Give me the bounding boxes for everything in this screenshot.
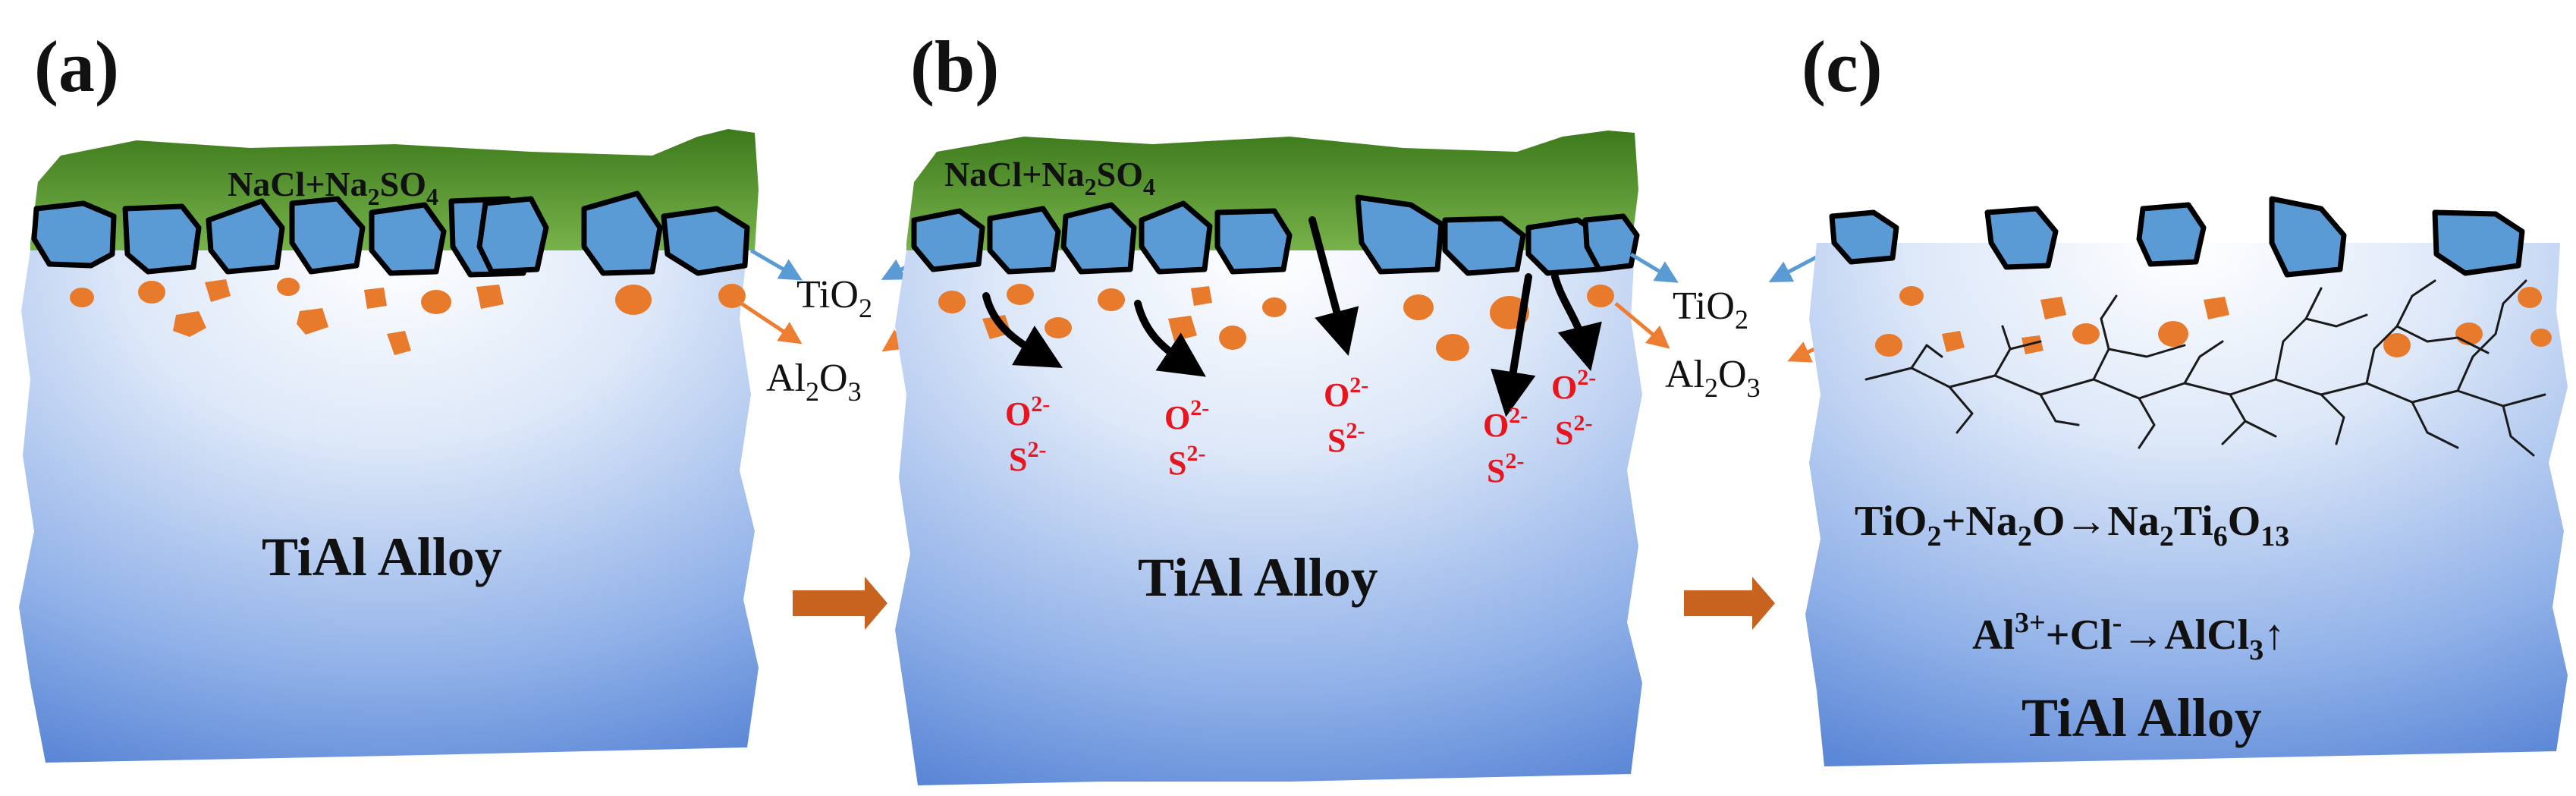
step-arrow-2 bbox=[1684, 577, 1775, 630]
al2o3-label-right: Al2O3 bbox=[1665, 353, 1761, 403]
alloy-label-c: TiAl Alloy bbox=[2022, 687, 2262, 748]
ion-s-3: S2- bbox=[1327, 418, 1365, 459]
al2o3-grains-b bbox=[938, 284, 1614, 361]
al2o3-pointer-a bbox=[734, 297, 803, 345]
alloy-substrate-a bbox=[19, 250, 759, 763]
tio2-pointer-c-left bbox=[1629, 252, 1679, 283]
ion-s-4: S2- bbox=[1487, 448, 1524, 489]
equation-2: Al3++Cl-→AlCl3↑ bbox=[1972, 607, 2285, 666]
tio2-grains-c bbox=[1829, 196, 2525, 278]
ion-s-5: S2- bbox=[1555, 411, 1592, 451]
cracks-c bbox=[1864, 279, 2546, 457]
tio2-grains-b bbox=[911, 194, 1640, 276]
tio2-label-left: TiO2 bbox=[796, 273, 872, 323]
al2o3-grains-a bbox=[70, 278, 746, 355]
tio2-label-right: TiO2 bbox=[1673, 285, 1748, 335]
al2o3-pointer-c-left bbox=[1614, 302, 1670, 349]
salt-label-a: NaCl+Na2SO4 bbox=[228, 165, 438, 210]
ion-o-3: O2- bbox=[1324, 373, 1368, 414]
ion-o-4: O2- bbox=[1483, 403, 1528, 444]
equation-1: TiO2+Na2O→Na2Ti6O13 bbox=[1855, 498, 2289, 552]
alloy-substrate-b bbox=[895, 250, 1642, 785]
alloy-label-a: TiAl Alloy bbox=[262, 527, 502, 587]
ion-o-1: O2- bbox=[1005, 392, 1050, 433]
panel-label-a: (a) bbox=[34, 26, 119, 107]
salt-label-b: NaCl+Na2SO4 bbox=[944, 155, 1155, 200]
panel-c: TiO2+Na2O→Na2Ti6O13 Al3++Cl-→AlCl3↑ (c) … bbox=[1802, 26, 2568, 766]
panel-a: NaCl+Na2SO4 (a) TiAl Alloy bbox=[19, 26, 759, 763]
ions-b: O2- S2- O2- S2- O2- S2- O2- S2- O2- S2- bbox=[1005, 365, 1596, 489]
ion-s-1: S2- bbox=[1009, 437, 1046, 478]
panel-b: O2- S2- O2- S2- O2- S2- O2- S2- O2- S2- … bbox=[895, 26, 1642, 785]
diffusion-arrows-b bbox=[982, 216, 1602, 417]
alloy-label-b: TiAl Alloy bbox=[1138, 547, 1378, 608]
al2o3-label-left: Al2O3 bbox=[766, 357, 862, 407]
panel-label-c: (c) bbox=[1802, 26, 1883, 107]
tio2-pointer-a bbox=[749, 248, 803, 281]
ion-s-2: S2- bbox=[1168, 441, 1205, 482]
step-arrow-1 bbox=[793, 577, 887, 630]
ion-o-2: O2- bbox=[1164, 395, 1209, 436]
al2o3-grains-c bbox=[1875, 286, 2552, 357]
ion-o-5: O2- bbox=[1551, 365, 1596, 406]
panel-label-b: (b) bbox=[910, 26, 999, 107]
tio2-grains-a bbox=[31, 190, 750, 278]
